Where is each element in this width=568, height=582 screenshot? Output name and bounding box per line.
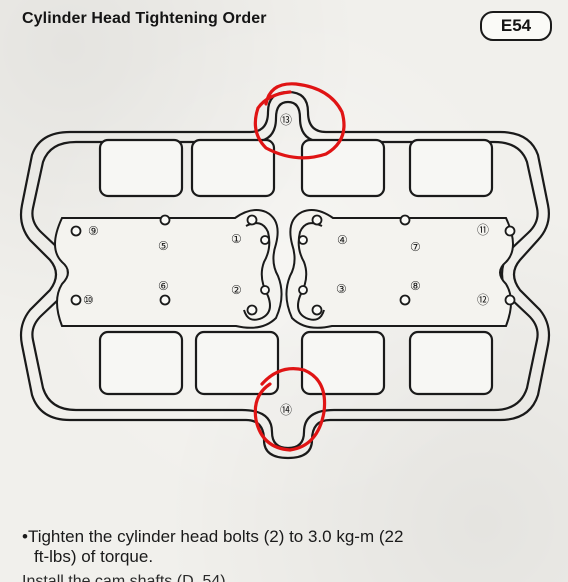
bolt-label-1: ① [231, 232, 242, 246]
instruction-line-3-cutoff: Install the cam shafts (D. 54) [22, 573, 226, 582]
chamber-windows [98, 138, 494, 396]
bolt-label-6: ⑥ [158, 279, 169, 293]
bolt-label-2: ② [231, 283, 242, 297]
bolt-number-labels: ⑬ ⑨ ⑤ ① ④ ⑦ ⑪ ⑥ ② ③ ⑧ ⑩ ⑫ ⑭ [83, 113, 489, 417]
bolt-label-11: ⑪ [477, 223, 489, 237]
bolt-holes [70, 214, 516, 316]
bolt-label-5: ⑤ [158, 239, 169, 253]
instruction-text: •Tighten the cylinder head bolts (2) to … [22, 527, 552, 567]
cam-carrier-outlines [54, 209, 514, 329]
red-circle-bolt-14 [253, 367, 327, 452]
red-circle-bolt-13 [253, 82, 346, 160]
bolt-label-3: ③ [336, 282, 347, 296]
bolt-label-12: ⑫ [477, 293, 489, 307]
instruction-line-1: •Tighten the cylinder head bolts (2) to … [22, 527, 404, 546]
page-title: Cylinder Head Tightening Order [22, 10, 267, 27]
bolt-label-4: ④ [337, 233, 348, 247]
bolt-label-14: ⑭ [280, 403, 292, 417]
bolt-label-9: ⑨ [88, 224, 99, 238]
bolt-label-10: ⑩ [83, 293, 94, 307]
page-code-badge: E54 [480, 11, 552, 41]
instruction-line-2: ft-lbs) of torque. [34, 547, 154, 566]
red-annotations [253, 82, 346, 452]
bolt-label-13: ⑬ [280, 113, 292, 127]
bolt-label-8: ⑧ [410, 279, 421, 293]
bolt-label-7: ⑦ [410, 240, 421, 254]
cylinder-head-diagram: ⑬ ⑨ ⑤ ① ④ ⑦ ⑪ ⑥ ② ③ ⑧ ⑩ ⑫ ⑭ [19, 82, 551, 460]
